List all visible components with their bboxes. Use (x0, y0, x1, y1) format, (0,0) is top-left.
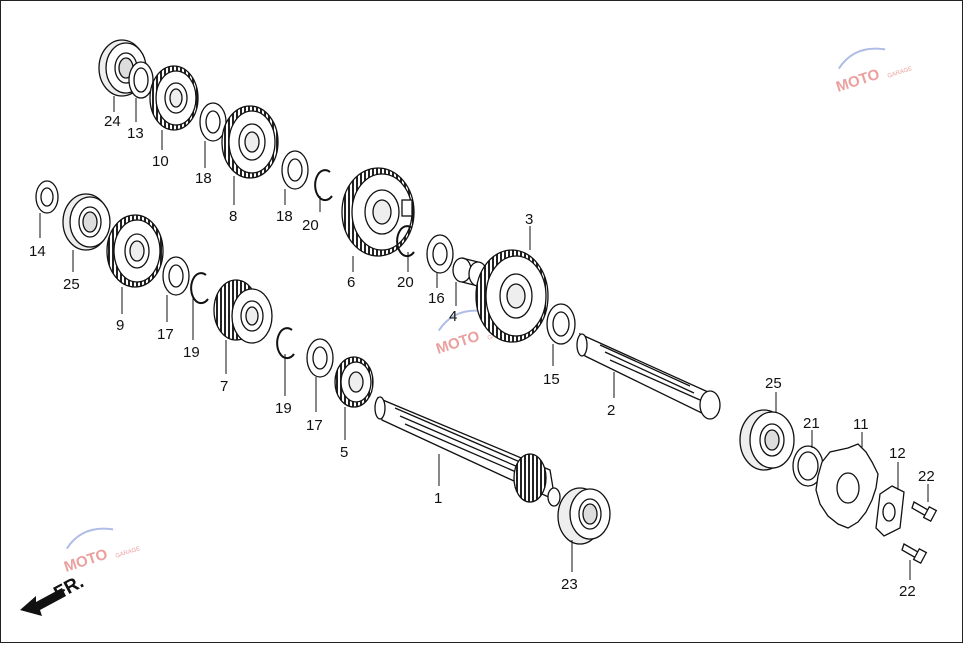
arrow-icon (20, 588, 66, 616)
callout-14: 14 (29, 243, 46, 260)
part-20-circlip (396, 225, 415, 258)
watermark-logo: MOTO GARAGE (62, 527, 141, 576)
callout-24: 24 (104, 113, 121, 130)
part-7-gear (213, 279, 273, 344)
part-17-spline-washer (306, 338, 334, 378)
svg-text:MOTO: MOTO (62, 546, 110, 576)
svg-text:MOTO: MOTO (834, 66, 882, 96)
callout-7: 7 (220, 378, 228, 395)
part-3-gear (475, 249, 549, 343)
leader-lines (39, 96, 929, 580)
part-22-bolt (901, 543, 928, 565)
callout-21: 21 (803, 415, 820, 432)
part-5-gear (334, 356, 374, 408)
svg-text:GARAGE: GARAGE (887, 66, 913, 80)
part-22-bolt (911, 501, 938, 523)
svg-text:GARAGE: GARAGE (115, 546, 141, 560)
callout-20: 20 (302, 217, 319, 234)
part-18-spline-washer (199, 102, 227, 142)
part-9-gear (106, 214, 164, 288)
callout-6: 6 (347, 274, 355, 291)
callout-25: 25 (63, 276, 80, 293)
part-16-spline-washer (426, 234, 454, 274)
callout-15: 15 (543, 371, 560, 388)
part-11-drive-sprocket (815, 443, 879, 529)
callout-10: 10 (152, 153, 169, 170)
part-14-washer (35, 180, 59, 214)
part-13-washer (128, 61, 154, 99)
part-25-bearing (739, 409, 795, 471)
front-direction-arrow: FR. (20, 572, 87, 616)
callout-8: 8 (229, 208, 237, 225)
callout-22: 22 (899, 583, 916, 600)
part-17-spline-washer (162, 256, 190, 296)
callout-12: 12 (889, 445, 906, 462)
part-15-washer (546, 303, 576, 345)
part-20-circlip (314, 169, 333, 202)
callout-25: 25 (765, 375, 782, 392)
callout-4: 4 (449, 308, 457, 325)
callout-18: 18 (195, 170, 212, 187)
callout-2: 2 (607, 402, 615, 419)
callout-19: 19 (183, 344, 200, 361)
callout-19: 19 (275, 400, 292, 417)
callout-3: 3 (525, 211, 533, 228)
svg-text:MOTO: MOTO (434, 328, 482, 358)
part-10-gear (149, 65, 199, 131)
callout-1: 1 (434, 490, 442, 507)
callout-17: 17 (306, 417, 323, 434)
part-25-bearing (62, 193, 111, 251)
watermark-logo: MOTO GARAGE (834, 47, 913, 96)
part-23-bearing (557, 487, 611, 545)
callout-23: 23 (561, 576, 578, 593)
part-19-circlip (190, 272, 209, 305)
part-8-gear (221, 105, 279, 179)
callout-5: 5 (340, 444, 348, 461)
part-2-countershaft (576, 332, 721, 420)
part-18-spline-washer (281, 150, 309, 190)
callout-18: 18 (276, 208, 293, 225)
part-19-circlip (276, 327, 295, 360)
callout-17: 17 (157, 326, 174, 343)
part-6-gear (341, 167, 415, 257)
part-1-mainshaft (374, 396, 561, 507)
callout-9: 9 (116, 317, 124, 334)
callout-13: 13 (127, 125, 144, 142)
callout-22: 22 (918, 468, 935, 485)
callout-11: 11 (853, 416, 869, 433)
callout-16: 16 (428, 290, 445, 307)
callout-20: 20 (397, 274, 414, 291)
part-12-fixing-plate (875, 485, 905, 537)
